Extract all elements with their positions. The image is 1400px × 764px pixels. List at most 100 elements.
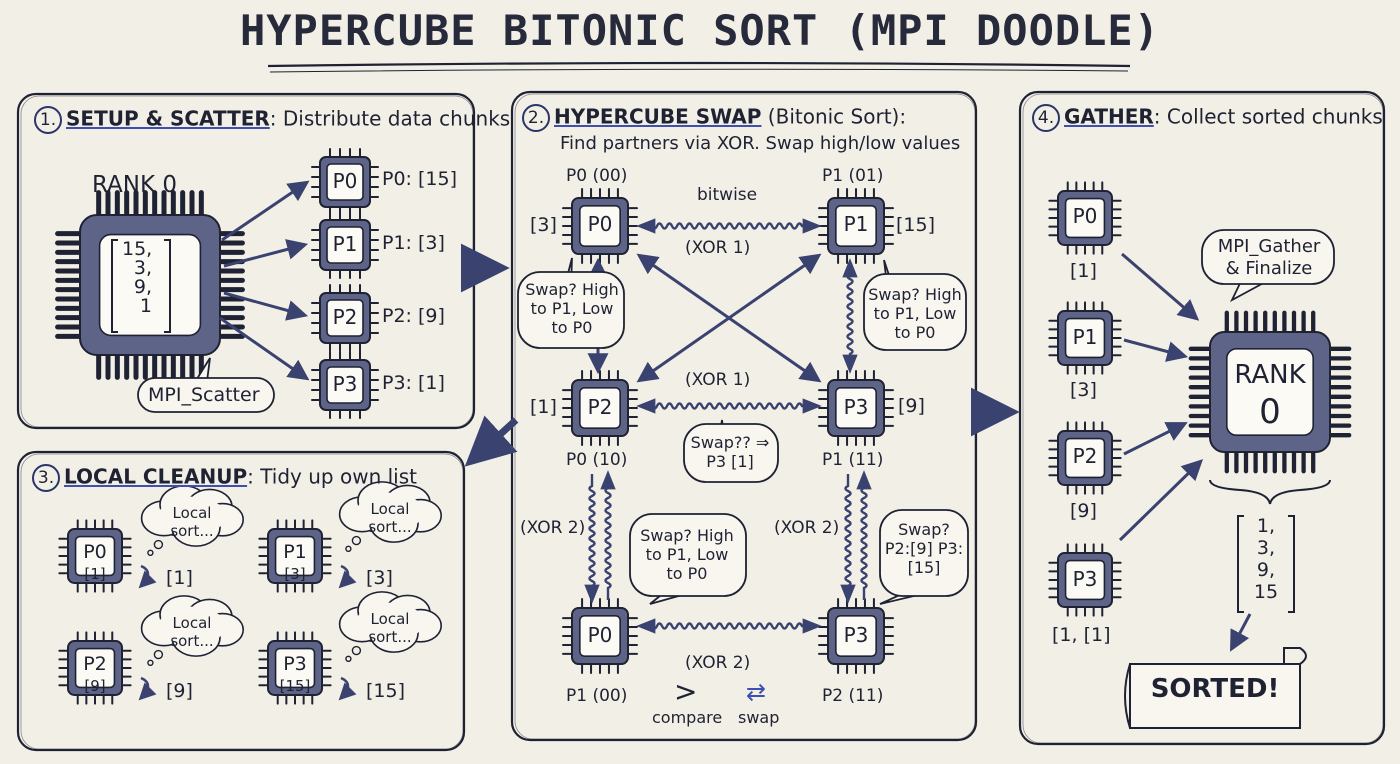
- node-tr-address: P1 (01): [822, 166, 884, 186]
- cleanup-result: [9]: [166, 680, 193, 702]
- node-tr-value: [15]: [896, 214, 936, 236]
- hcube-chip-tl: [562, 188, 638, 264]
- swap-bubble-lower-right: Swap? P2:[9] P3:[15]: [884, 520, 964, 578]
- swap-bubble-center: Swap?? ⇒ P3 [1]: [690, 433, 770, 472]
- result-brace: [1209, 479, 1331, 505]
- node-ml-value: [1]: [530, 396, 557, 418]
- gather-arrow: [1121, 252, 1200, 321]
- sorted-banner-text: SORTED!: [1150, 674, 1280, 704]
- gather-chip: [1048, 301, 1122, 375]
- swap-bubble-right-frame: [863, 273, 967, 351]
- title-underline-sketch: [269, 68, 1129, 73]
- p1-chip-label: P2: [332, 305, 358, 329]
- rank0-chip: [55, 190, 245, 380]
- matrix-bracket: [111, 239, 118, 333]
- scatter-chip-p3: [311, 351, 379, 419]
- xor-link-left-down: [584, 474, 600, 604]
- sorted-banner-scroll: [1124, 663, 1131, 729]
- gather-arrow: [1123, 338, 1189, 362]
- panel3-frame: [16, 450, 466, 752]
- edge-label-xor1-top: (XOR 1): [685, 238, 751, 258]
- mpi-scatter-bubble-frame: [137, 377, 275, 413]
- thought-cloud-dot: [351, 535, 362, 546]
- xor-link-left-up: [600, 470, 616, 600]
- page-title: HYPERCUBE BITONIC SORT (MPI DOODLE): [239, 6, 1160, 55]
- cleanup-chip-label: P3: [283, 653, 307, 675]
- matrix-row: 1: [139, 295, 152, 317]
- mpi-gather-bubble-frame: [1201, 229, 1335, 285]
- thought-cloud-fill: [356, 492, 424, 532]
- thought-cloud-fill: [356, 602, 424, 642]
- node-ml-address: P0 (10): [566, 450, 628, 470]
- scatter-chip-p1: [311, 211, 379, 279]
- cleanup-chip-inner: [1]: [84, 565, 106, 583]
- panel3-frame-sketch: [20, 453, 464, 750]
- scatter-chip-p2: [311, 284, 379, 352]
- thought-cloud-dot: [351, 645, 362, 656]
- node-tl-value: [3]: [530, 214, 557, 236]
- legend-swap-label: swap: [738, 708, 780, 727]
- result-bracket: [1288, 515, 1295, 613]
- panel2-heading: HYPERCUBE SWAP: [554, 104, 762, 129]
- node-mr-value: [9]: [898, 395, 925, 417]
- gather-chip-label: P3: [1072, 567, 1098, 591]
- swap-bubble-left-frame: [517, 271, 625, 349]
- result-bracket: [1237, 515, 1244, 613]
- hcube-chip-br: [818, 598, 894, 674]
- p1-chip-value: P3: [1]: [382, 372, 445, 394]
- gather-arrow: [1118, 459, 1204, 542]
- panel2-heading-rest: (Bitonic Sort):: [761, 104, 907, 129]
- sorted-value: 3,: [1256, 536, 1276, 559]
- mpi-gather-bubble: MPI_Gather & Finalize: [1217, 236, 1321, 279]
- xor-link-right-down: [840, 474, 856, 604]
- panel3-subtitle: : Tidy up own list: [247, 464, 417, 489]
- swap-bubble-center-frame: [683, 423, 779, 483]
- thought-cloud-dot: [147, 659, 154, 666]
- cleanup-thought: Local sort...: [368, 500, 412, 536]
- panel2-subtitle: Find partners via XOR. Swap high/low val…: [560, 133, 961, 154]
- gather-chip: [1048, 543, 1122, 617]
- thought-cloud-fill: [158, 496, 226, 536]
- xor-link-bottom: [636, 618, 822, 634]
- scatter-chip-p0: [311, 148, 379, 216]
- panel2-number: 2.: [522, 104, 550, 132]
- node-bl-address: P1 (00): [566, 686, 628, 706]
- cleanup-arrow: [338, 676, 357, 701]
- cleanup-arrow: [138, 564, 157, 589]
- xor-link-right-up: [856, 470, 872, 600]
- swap-bubble-right: Swap? High to P1, Low to P0: [868, 285, 962, 343]
- gather-arrow: [1123, 422, 1188, 456]
- swap-bubble-lower-right-frame: [879, 509, 969, 597]
- matrix-row: 15,: [122, 238, 153, 260]
- gather-chip-value: [9]: [1070, 500, 1097, 522]
- node-mr-chip-label: P3: [843, 395, 869, 419]
- edge-label-xor2-bottom: (XOR 2): [685, 653, 751, 673]
- xor-link-top: [636, 218, 822, 234]
- xor-link-mid: [636, 398, 822, 414]
- cleanup-chip-label: P0: [83, 541, 107, 563]
- cleanup-chip: [58, 631, 132, 705]
- cleanup-result: [1]: [166, 567, 193, 589]
- cleanup-arrow: [338, 564, 357, 589]
- compare-icon: >: [674, 675, 698, 708]
- rank0-final-chip: [1188, 310, 1352, 474]
- thought-cloud-dot: [147, 549, 154, 556]
- cleanup-chip: [258, 631, 332, 705]
- legend-compare-label: compare: [652, 708, 723, 727]
- gather-chip: [1048, 421, 1122, 495]
- title-underline: [267, 61, 1131, 68]
- sorted-result-list: 1, 3, 9, 15: [1244, 515, 1288, 603]
- sorted-value: 1,: [1256, 515, 1276, 537]
- cleanup-thought: Local sort...: [170, 504, 214, 540]
- node-tr-chip-label: P1: [843, 212, 869, 236]
- node-br-chip-label: P3: [843, 623, 869, 647]
- node-bl-chip-label: P0: [587, 623, 613, 647]
- node-tl-chip-label: P0: [587, 212, 613, 236]
- panel4-frame-sketch: [1022, 93, 1384, 744]
- hcube-chip-tr: [818, 188, 894, 264]
- sorted-banner: [1129, 663, 1301, 729]
- node-br-address: P2 (11): [822, 686, 884, 706]
- edge-label-xor2-right: (XOR 2): [774, 518, 840, 538]
- matrix-row: 9,: [133, 276, 152, 298]
- scatter-arrow: [223, 239, 309, 268]
